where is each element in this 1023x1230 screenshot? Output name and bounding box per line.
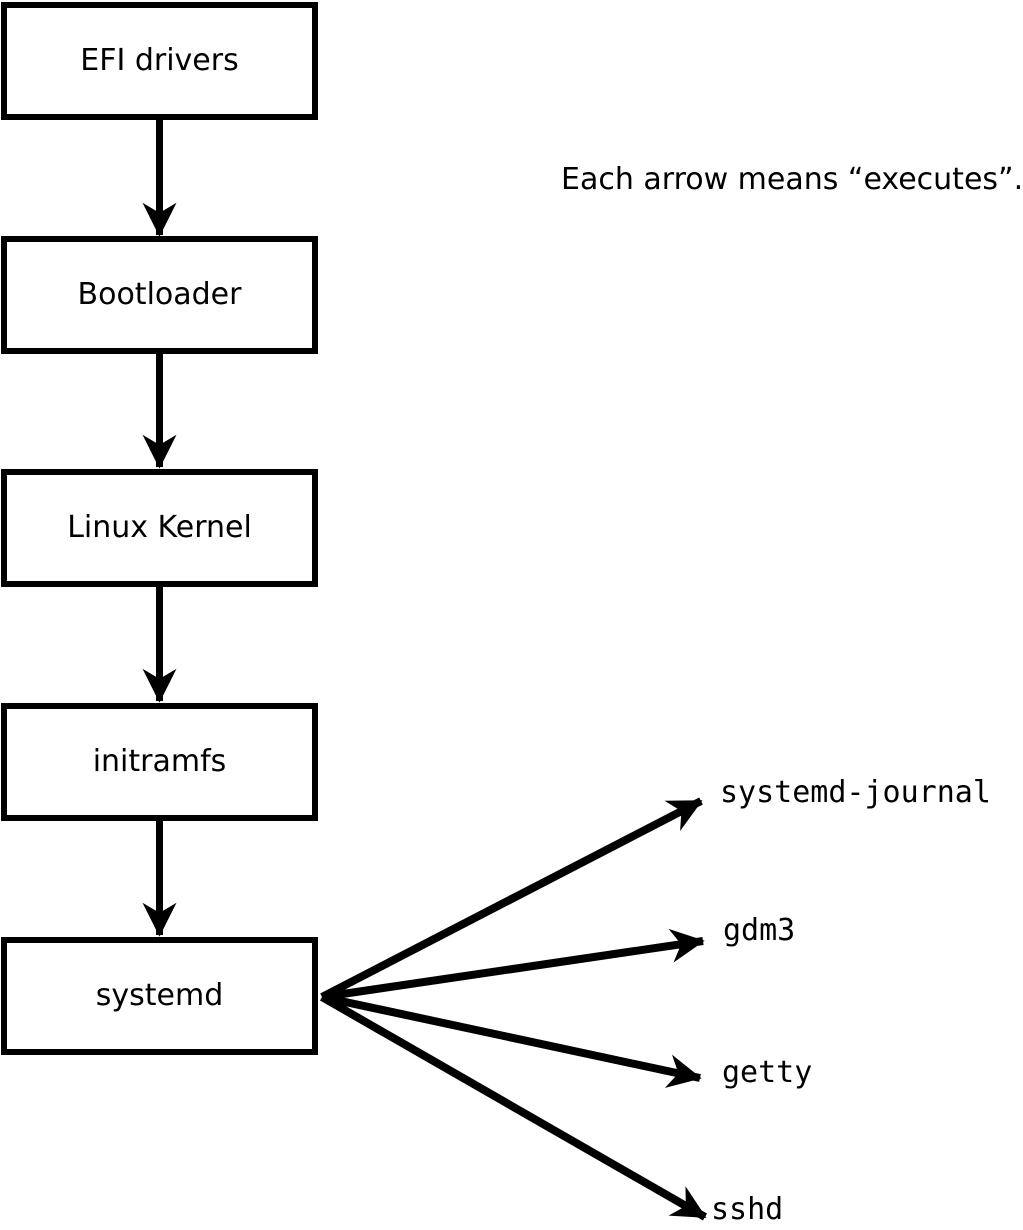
arrow-systemd-to-sshd (320, 993, 707, 1221)
node-initramfs: initramfs (1, 703, 318, 821)
node-initramfs-label: initramfs (92, 744, 227, 779)
node-bootloader-label: Bootloader (77, 277, 242, 312)
arrow-systemd-to-gdm3 (321, 928, 705, 1001)
node-linux-kernel: Linux Kernel (1, 469, 318, 587)
node-systemd-label: systemd (95, 978, 224, 1013)
node-systemd: systemd (1, 937, 318, 1055)
service-label-getty: getty (722, 1055, 813, 1090)
node-bootloader: Bootloader (1, 236, 318, 354)
service-label-sshd: sshd (711, 1192, 784, 1227)
arrow-systemd-to-systemd-journal (320, 797, 703, 1001)
node-efi-drivers: EFI drivers (1, 2, 318, 120)
service-label-systemd-journal: systemd-journal (720, 775, 991, 810)
arrow-meaning-note: Each arrow means “executes”. (561, 162, 1023, 197)
node-linux-kernel-label: Linux Kernel (67, 510, 252, 545)
service-label-gdm3: gdm3 (723, 913, 796, 948)
node-efi-drivers-label: EFI drivers (80, 43, 239, 78)
arrow-systemd-to-getty (321, 993, 702, 1088)
